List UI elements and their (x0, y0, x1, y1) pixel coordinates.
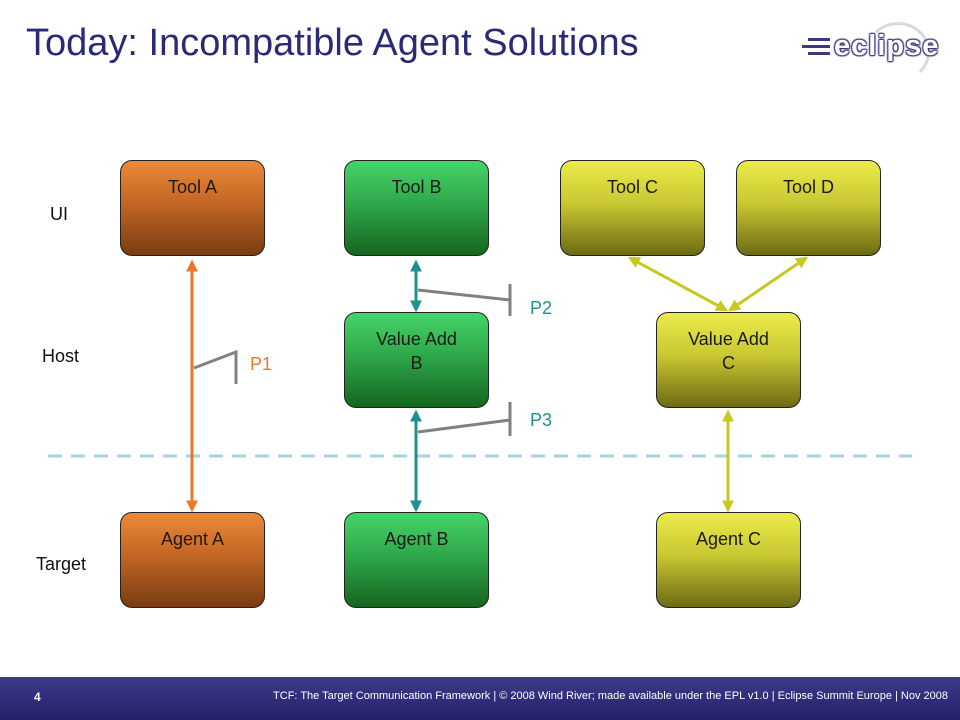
logo-swoosh (866, 22, 930, 82)
tool-a-box: Tool A (120, 160, 265, 256)
p1-pointer (193, 349, 238, 384)
agent-c-box: Agent C (656, 512, 801, 608)
agent-b-box: Agent B (344, 512, 489, 608)
protocol-label-p1: P1 (250, 354, 273, 374)
eclipse-logo: eclipse (800, 22, 940, 82)
logo-text: eclipse (834, 30, 940, 62)
row-label-target: Target (36, 554, 87, 574)
row-label-ui: UI (50, 204, 68, 224)
protocol-label-p3: P3 (530, 410, 553, 430)
agent-a-box: Agent A (120, 512, 265, 608)
arrow-tool-c-value-add-c (627, 256, 729, 312)
page-number: 4 (34, 690, 41, 704)
footer-bar: 4 TCF: The Target Communication Framewor… (0, 677, 960, 720)
logo-lines (800, 38, 830, 59)
tool-b-box: Tool B (344, 160, 489, 256)
arrow-tool-d-value-add-c (728, 256, 808, 312)
p3-pointer (417, 402, 512, 436)
row-label-host: Host (42, 346, 80, 366)
tool-d-box: Tool D (736, 160, 881, 256)
slide-title: Today: Incompatible Agent Solutions (26, 22, 639, 64)
tool-c-box: Tool C (560, 160, 705, 256)
p2-pointer (417, 284, 512, 316)
footer-text: TCF: The Target Communication Framework … (273, 690, 948, 702)
value-add-b-box: Value Add B (344, 312, 489, 408)
protocol-label-p2: P2 (530, 298, 553, 318)
value-add-c-box: Value Add C (656, 312, 801, 408)
